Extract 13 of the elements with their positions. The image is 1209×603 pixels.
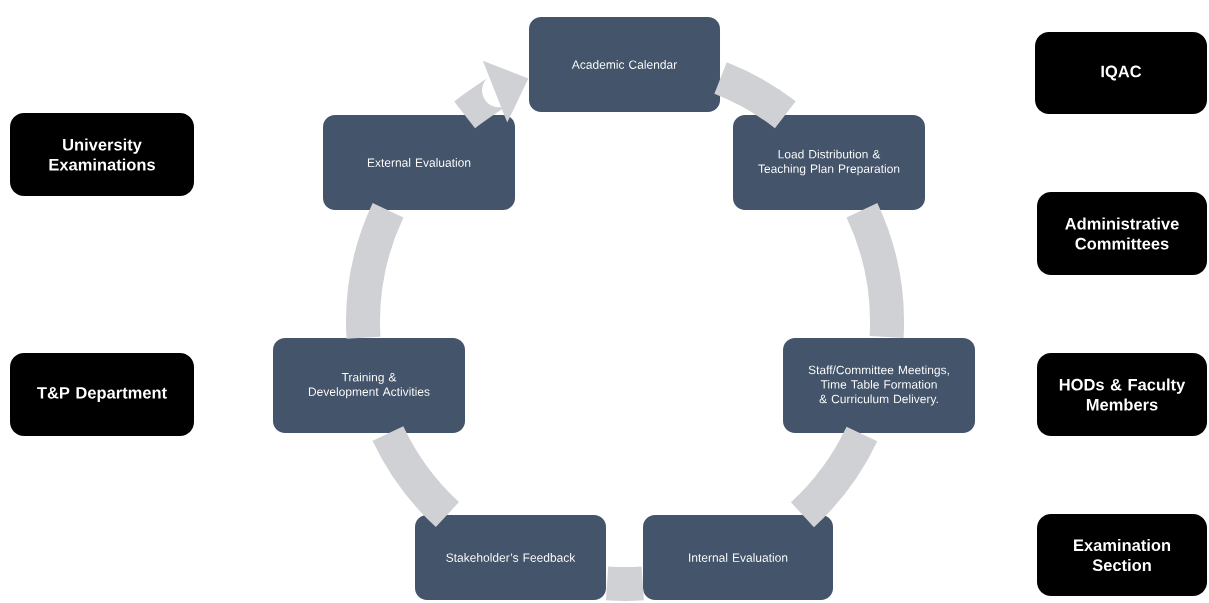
role-box: HODs & Faculty Members xyxy=(1037,353,1207,436)
process-box: Internal Evaluation xyxy=(643,515,833,600)
process-box: Stakeholder’s Feedback xyxy=(415,515,606,600)
role-box: Examination Section xyxy=(1037,514,1207,596)
process-box: External Evaluation xyxy=(323,115,515,210)
process-box: Staff/Committee Meetings, Time Table Formation & Curriculum Delivery. xyxy=(783,338,975,433)
role-box: IQAC xyxy=(1035,32,1207,114)
role-box: T&P Department xyxy=(10,353,194,436)
process-box: Training & Development Activities xyxy=(273,338,465,433)
role-box: Administrative Committees xyxy=(1037,192,1207,275)
process-box: Load Distribution & Teaching Plan Preparation xyxy=(733,115,925,210)
process-box: Academic Calendar xyxy=(529,17,720,112)
role-box: University Examinations xyxy=(10,113,194,196)
